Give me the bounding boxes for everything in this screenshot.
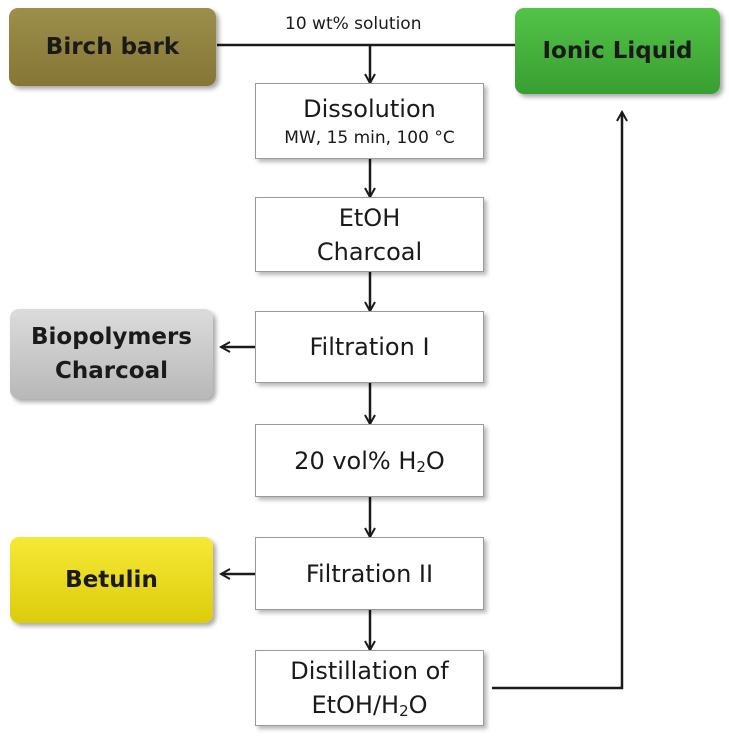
biopolymers-charcoal-label: Charcoal xyxy=(55,358,168,384)
dissolution-label: Dissolution xyxy=(303,95,436,123)
charcoal-label: Charcoal xyxy=(316,237,423,266)
ionic-liquid-label: Ionic Liquid xyxy=(542,38,693,64)
filtration-2-node: Filtration II xyxy=(255,537,484,610)
biopolymers-node: Biopolymers Charcoal xyxy=(10,309,213,399)
biopolymers-label: Biopolymers xyxy=(31,324,192,350)
filtration-2-label: Filtration II xyxy=(305,559,434,588)
distillation-node: Distillation of EtOH/H2O xyxy=(255,650,484,726)
solution-note: 10 wt% solution xyxy=(285,14,422,34)
betulin-label: Betulin xyxy=(65,567,158,593)
betulin-node: Betulin xyxy=(10,537,213,623)
etoh-label: EtOH xyxy=(338,203,401,232)
water-label: 20 vol% H2O xyxy=(294,446,445,476)
etoh-charcoal-node: EtOH Charcoal xyxy=(255,197,484,272)
filtration-1-label: Filtration I xyxy=(309,333,430,361)
birch-bark-label: Birch bark xyxy=(45,34,180,60)
recycle-arrow xyxy=(492,112,622,690)
birch-bark-node: Birch bark xyxy=(9,8,216,86)
dissolution-conditions: MW, 15 min, 100 °C xyxy=(284,128,455,148)
water-node: 20 vol% H2O xyxy=(255,424,484,497)
ionic-liquid-node: Ionic Liquid xyxy=(515,8,720,94)
filtration-1-node: Filtration I xyxy=(255,311,484,383)
distillation-solvent-label: EtOH/H2O xyxy=(311,691,428,720)
dissolution-node: Dissolution MW, 15 min, 100 °C xyxy=(255,83,484,159)
distillation-label: Distillation of xyxy=(290,657,449,685)
